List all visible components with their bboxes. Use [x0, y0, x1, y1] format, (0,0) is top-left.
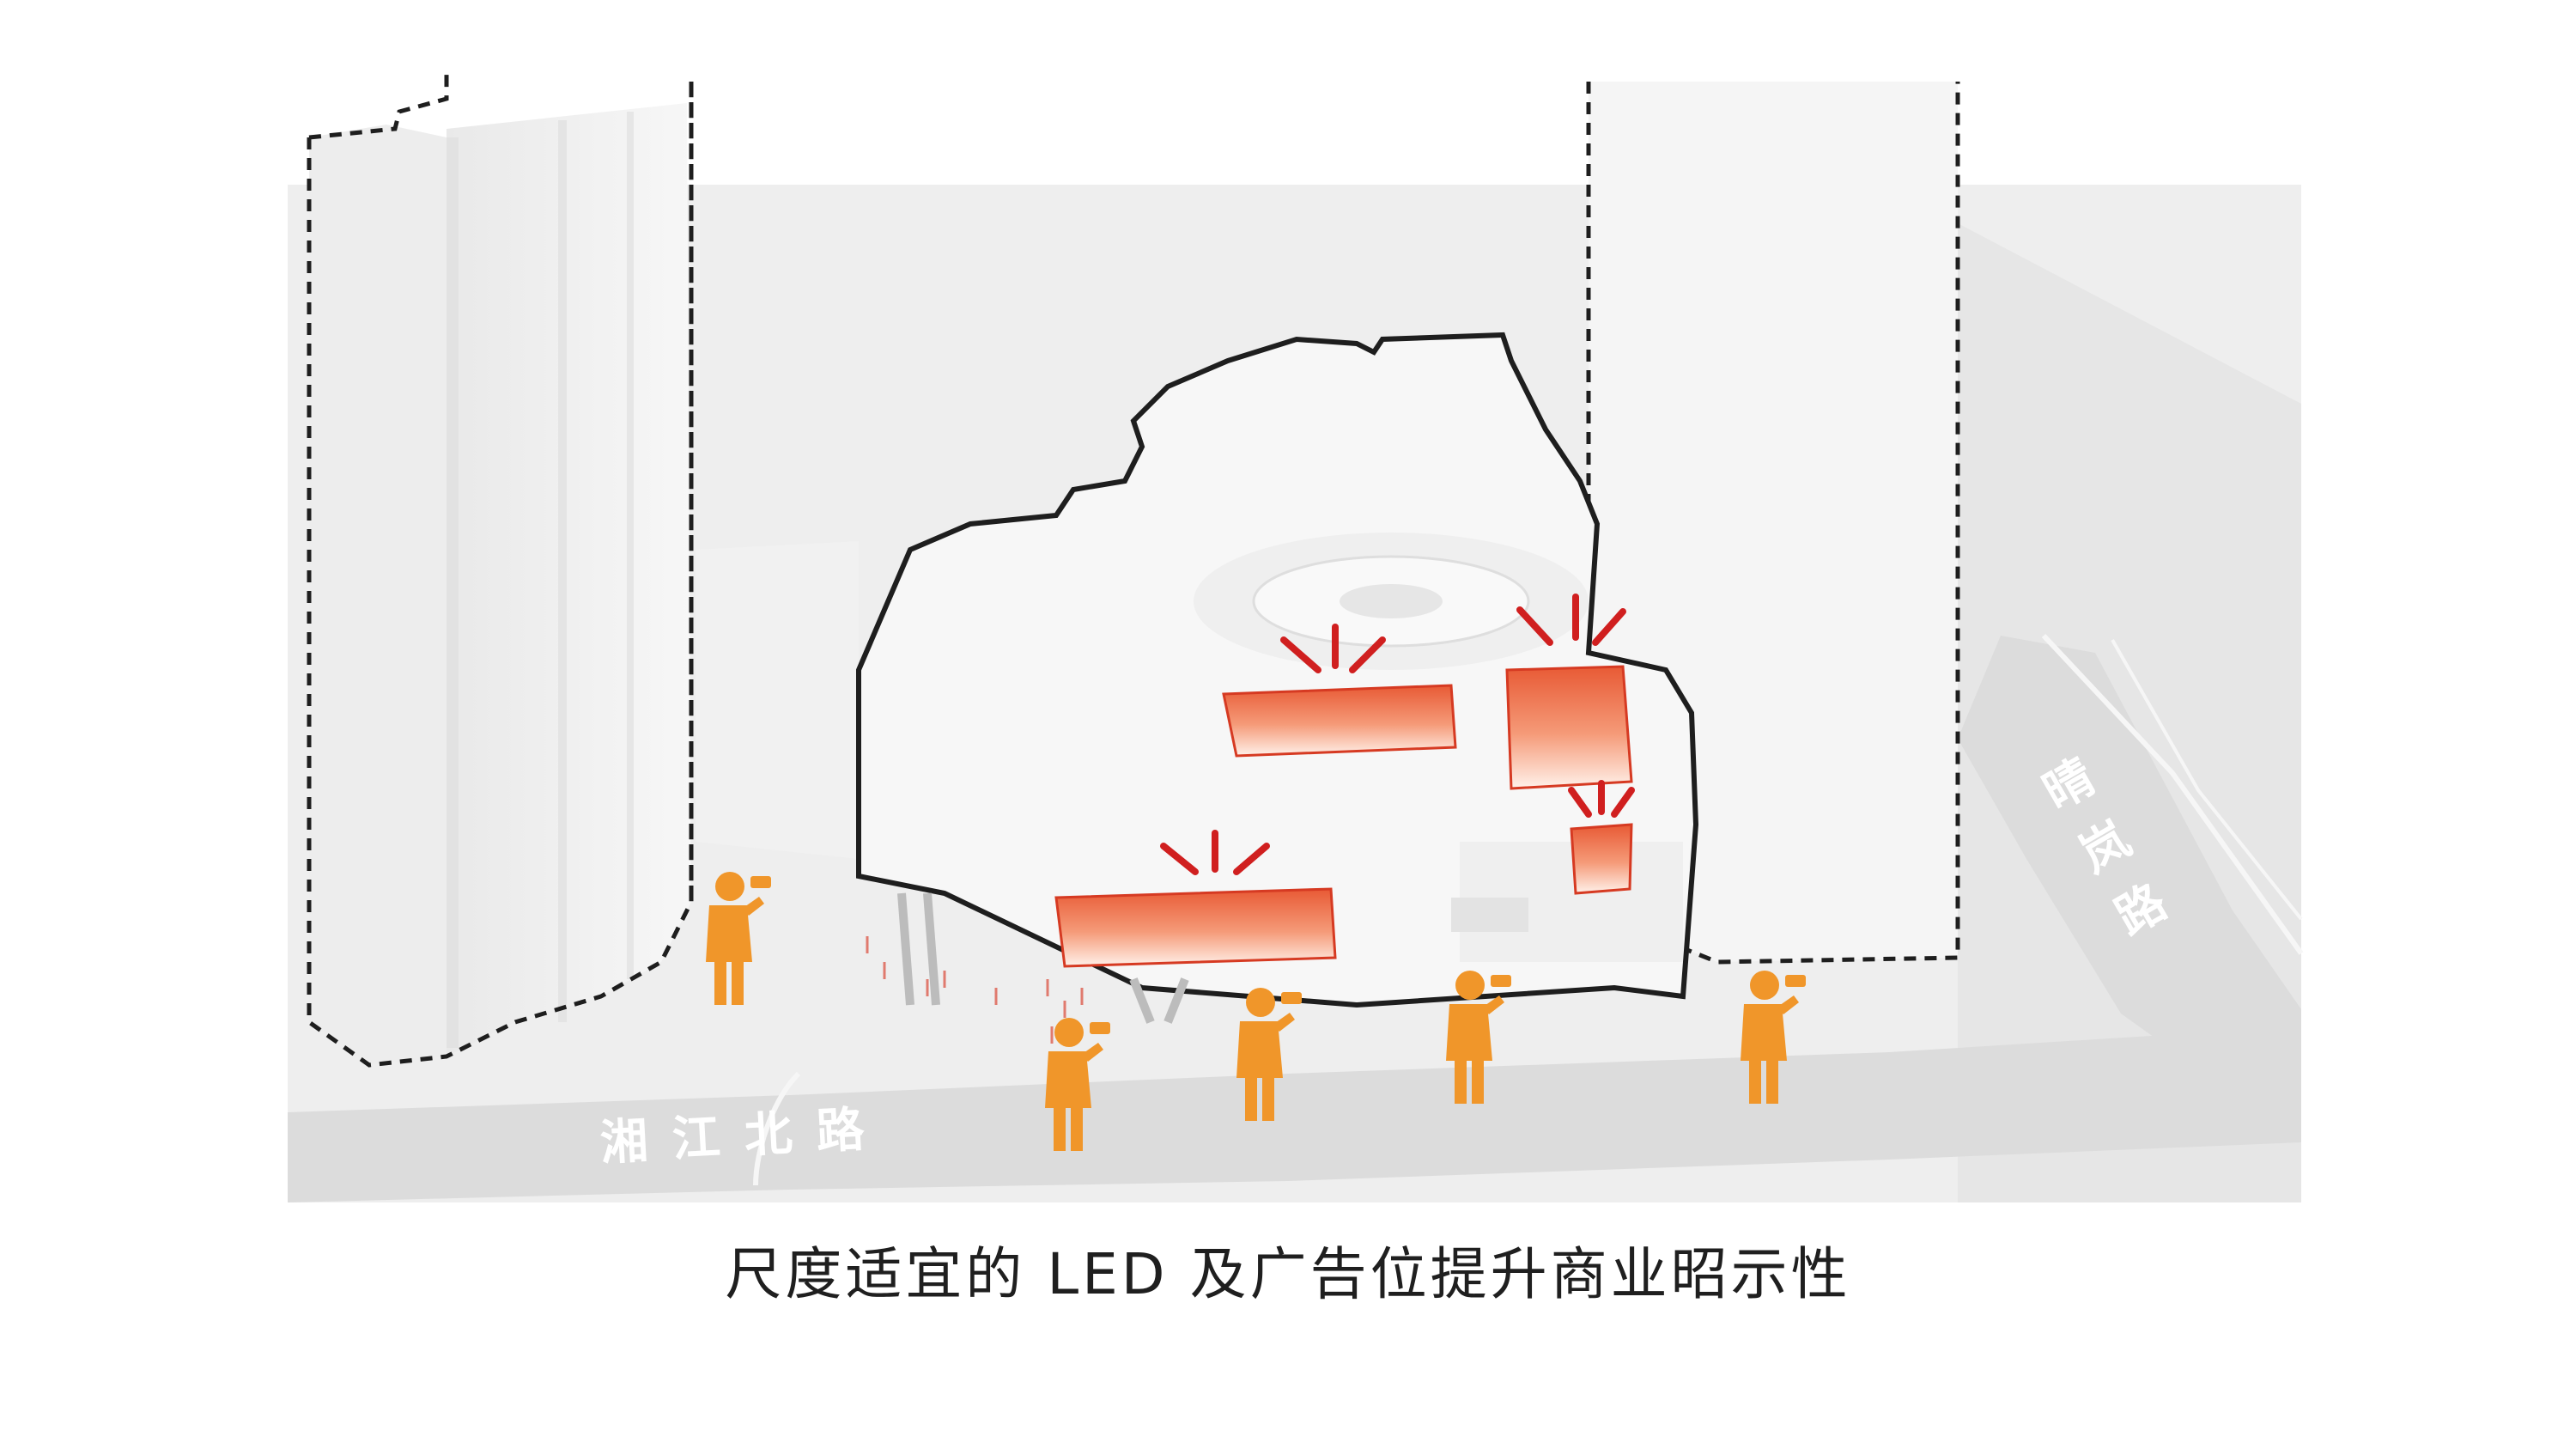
led-glow-rays: [1160, 594, 1635, 875]
led-panel-lower: [1054, 887, 1337, 968]
led-panel-small-right: [1570, 823, 1633, 895]
roads: [288, 633, 2304, 1202]
left-tower: [307, 73, 694, 1068]
led-panel-upper-left: [1222, 684, 1457, 758]
led-panels: [1054, 665, 1633, 968]
scale-figures: [866, 936, 1084, 1044]
commercial-podium: [856, 332, 1699, 1024]
led-panel-upper-right: [1505, 665, 1633, 790]
diagram-caption: 尺度适宜的 LED 及广告位提升商业昭示性: [725, 1241, 1851, 1307]
